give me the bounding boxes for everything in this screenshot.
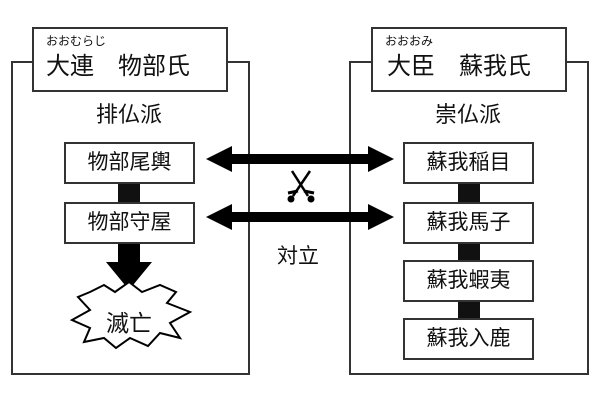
crossed-swords-icon xyxy=(287,170,315,203)
double-arrow-conflict-top xyxy=(206,146,394,172)
member-box-soga-iruka: 蘇我入鹿 xyxy=(403,318,534,360)
conflict-label: 対立 xyxy=(277,244,319,268)
succession-connector xyxy=(458,302,480,318)
downfall-label: 滅亡 xyxy=(106,311,152,337)
succession-connector xyxy=(458,184,480,202)
left-clan-ruby: おおむらじ xyxy=(46,34,107,48)
downfall-burst-shape xyxy=(69,280,193,350)
member-box-mononobe-okoshi: 物部尾輿 xyxy=(64,142,195,184)
member-box-soga-iname: 蘇我稲目 xyxy=(403,142,534,184)
right-clan-ruby: おおおみ xyxy=(385,34,434,48)
succession-connector xyxy=(118,184,140,202)
member-box-soga-umako: 蘇我馬子 xyxy=(403,202,534,244)
member-box-soga-emishi: 蘇我蝦夷 xyxy=(403,260,534,302)
right-clan-header: おおおみ 大臣 蘇我氏 xyxy=(371,27,567,92)
member-box-mononobe-moriya: 物部守屋 xyxy=(64,202,195,244)
right-faction-label: 崇仏派 xyxy=(434,103,501,128)
down-arrow-to-downfall xyxy=(106,244,152,290)
succession-connector xyxy=(458,244,480,260)
left-clan-title: 大連 物部氏 xyxy=(46,52,190,80)
left-clan-header: おおむらじ 大連 物部氏 xyxy=(32,27,228,92)
right-clan-title: 大臣 蘇我氏 xyxy=(387,52,531,80)
left-faction-label: 排仏派 xyxy=(95,103,162,128)
double-arrow-conflict-bottom xyxy=(206,204,394,230)
